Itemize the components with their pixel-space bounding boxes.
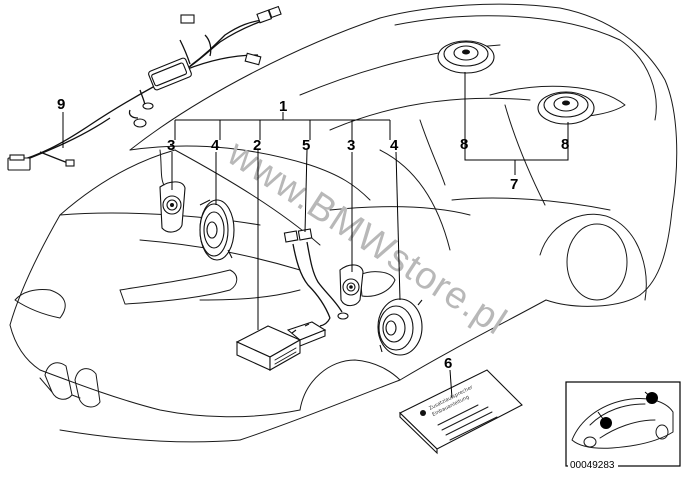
callout-8-right: 8: [561, 136, 569, 153]
mounting-bracket: [286, 321, 327, 347]
callout-7: 7: [510, 176, 518, 193]
rear-speaker-left: [437, 40, 495, 74]
callout-5: 5: [302, 137, 310, 154]
rear-speaker-right: [537, 91, 595, 125]
instruction-booklet: Zusatzlautsprecher Einbauanleitung: [399, 369, 523, 455]
callout-labels: 1 2 3 3 4 4 5 6 7 8 8 9: [57, 96, 569, 372]
adapter-cable: [283, 228, 349, 327]
tweeter-housing-right: [339, 264, 364, 307]
callout-4-left: 4: [211, 137, 220, 154]
reference-code: 00049283: [570, 460, 615, 471]
wiring-harness: [7, 5, 282, 171]
callout-8-left: 8: [460, 136, 468, 153]
car-outline: [9, 3, 678, 443]
callout-1: 1: [279, 98, 287, 115]
location-thumbnail: 00049283: [565, 381, 681, 471]
amplifier: [235, 325, 302, 371]
leader-lines: [62, 72, 569, 399]
speaker-right: [377, 298, 423, 356]
callout-3-left: 3: [167, 137, 175, 154]
callout-3-right: 3: [347, 137, 355, 154]
callout-4-right: 4: [390, 137, 399, 154]
tweeter-housing-left: [159, 149, 186, 233]
watermark-text: www.BMWstore.pl: [219, 132, 514, 344]
callout-6: 6: [444, 355, 452, 372]
callout-2: 2: [253, 137, 261, 154]
speaker-left: [199, 199, 235, 261]
callout-9: 9: [57, 96, 65, 113]
